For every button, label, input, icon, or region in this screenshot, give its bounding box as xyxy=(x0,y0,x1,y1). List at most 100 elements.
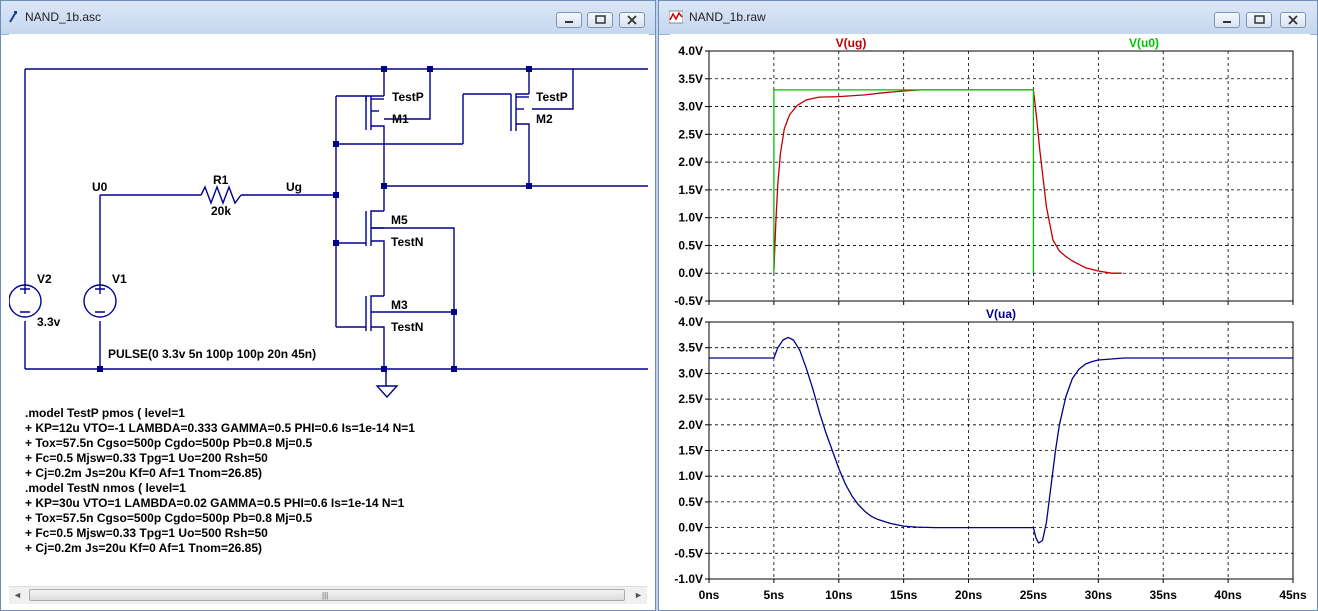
y-tick-labels: 4.0V3.5V3.0V2.5V2.0V1.5V1.0V0.5V0.0V-0.5… xyxy=(674,315,709,586)
v2-label: V2 xyxy=(37,272,52,286)
x-tick-label: 35ns xyxy=(1150,588,1178,602)
model-line: + Tox=57.5n Cgso=500p Cgdo=500p Pb=0.8 M… xyxy=(25,436,313,450)
model-line: .model TestN nmos ( level=1 xyxy=(25,481,186,495)
y-tick-label: 0.0V xyxy=(678,521,703,535)
plot-frame xyxy=(708,321,1294,580)
series-line-vu0[interactable] xyxy=(773,89,1035,274)
maximize-icon xyxy=(1254,15,1265,24)
waveform-window: NAND_1b.raw V(ug) V(u0) 4.0V 3.5V 3.0V 2.5V… xyxy=(658,0,1318,611)
m5-label: M5 xyxy=(391,213,408,227)
horizontal-scrollbar[interactable]: ◄ ||| ► xyxy=(9,586,647,604)
x-tick-label: 10ns xyxy=(825,588,853,602)
y-tick-label: 1.0V xyxy=(678,211,703,225)
close-icon xyxy=(627,15,637,25)
schematic-titlebar[interactable]: NAND_1b.asc xyxy=(1,1,655,35)
v1-label: V1 xyxy=(112,272,127,286)
scrollbar-thumb[interactable]: ||| xyxy=(29,589,625,601)
y-tick-labels: 4.0V 3.5V 3.0V 2.5V 2.0V 1.5V 1.0V 0.5V 0.0V -0.5… xyxy=(674,44,709,308)
r1-label: R1 xyxy=(213,173,229,187)
y-tick-label: 4.0V xyxy=(678,44,703,58)
m3-model-label: TestN xyxy=(391,320,423,334)
m2-label: M2 xyxy=(536,112,553,126)
m3-label: M3 xyxy=(391,298,408,312)
wires xyxy=(24,68,648,386)
y-tick-label: 0.5V xyxy=(678,495,703,509)
y-tick-label: 1.5V xyxy=(678,183,703,197)
schematic-window-title: NAND_1b.asc xyxy=(25,10,102,24)
scrollbar-grip-icon: ||| xyxy=(322,591,329,600)
model-line: .model TestP pmos ( level=1 xyxy=(25,406,185,420)
minimize-icon xyxy=(1223,21,1231,23)
y-tick-label: 0.5V xyxy=(678,238,703,252)
model-line: + KP=30u VTO=1 LAMBDA=0.02 GAMMA=0.5 PHI… xyxy=(25,496,405,510)
y-tick-label: 1.0V xyxy=(678,469,703,483)
m5-model-label: TestN xyxy=(391,235,423,249)
x-tick-label: 15ns xyxy=(890,588,918,602)
pane-bottom[interactable]: V(ua) 4.0V3.5V3.0V2.5V2.0V1.5V1.0V0.5V0.… xyxy=(674,307,1307,602)
waveform-window-title: NAND_1b.raw xyxy=(689,10,766,24)
model-line: + KP=12u VTO=-1 LAMBDA=0.333 GAMMA=0.5 P… xyxy=(25,421,415,435)
x-tick-label: 40ns xyxy=(1214,588,1242,602)
y-tick-label: 2.0V xyxy=(678,155,703,169)
x-tick-label: 5ns xyxy=(764,588,785,602)
legend-v-u0[interactable]: V(u0) xyxy=(1129,36,1159,50)
series-lines xyxy=(773,89,1122,274)
legend-v-ug[interactable]: V(ug) xyxy=(836,36,867,50)
series-lines xyxy=(709,336,1293,544)
junction-dots xyxy=(97,66,532,372)
model-line: + Tox=57.5n Cgso=500p Cgdo=500p Pb=0.8 M… xyxy=(25,511,313,525)
y-tick-label: 3.5V xyxy=(678,72,703,86)
schematic-drawing[interactable]: TestP M1 TestP M2 M5 TestN M3 TestN R1 2… xyxy=(9,34,649,586)
r1-value-label: 20k xyxy=(211,204,231,218)
grid-lines xyxy=(708,322,1294,583)
schematic-window: NAND_1b.asc xyxy=(0,0,656,611)
y-tick-label: 2.5V xyxy=(678,127,703,141)
ug-net-label: Ug xyxy=(286,180,302,194)
model-line: + Cj=0.2m Js=20u Kf=0 Af=1 Tnom=26.85) xyxy=(25,466,262,480)
y-tick-label: 3.0V xyxy=(678,100,703,114)
schematic-app-icon xyxy=(9,11,17,23)
scroll-right-icon[interactable]: ► xyxy=(634,590,643,600)
y-tick-label: -0.5V xyxy=(674,294,703,308)
scroll-left-icon[interactable]: ◄ xyxy=(13,590,22,600)
maximize-icon xyxy=(595,15,606,24)
y-tick-label: 0.0V xyxy=(678,266,703,280)
legend-v-ua[interactable]: V(ua) xyxy=(986,307,1016,321)
waveform-plot-area[interactable]: V(ug) V(u0) 4.0V 3.5V 3.0V 2.5V 2.0V 1.5V 1.0V… xyxy=(670,34,1310,606)
maximize-button[interactable] xyxy=(1246,12,1272,28)
waveform-svg[interactable]: V(ug) V(u0) 4.0V 3.5V 3.0V 2.5V 2.0V 1.5V 1.0V… xyxy=(670,34,1310,606)
m1-label: M1 xyxy=(392,112,409,126)
schematic-canvas[interactable]: TestP M1 TestP M2 M5 TestN M3 TestN R1 2… xyxy=(9,34,649,584)
minimize-icon xyxy=(565,21,573,23)
y-tick-label: -1.0V xyxy=(674,572,703,586)
y-tick-label: 2.0V xyxy=(678,418,703,432)
v2-value-label: 3.3v xyxy=(37,315,61,329)
x-tick-label: 20ns xyxy=(955,588,983,602)
pane-top[interactable]: V(ug) V(u0) 4.0V 3.5V 3.0V 2.5V 2.0V 1.5V 1.0V… xyxy=(674,36,1294,308)
y-tick-label: 3.5V xyxy=(678,341,703,355)
x-tick-label: 30ns xyxy=(1085,588,1113,602)
x-tick-label: 25ns xyxy=(1020,588,1048,602)
y-tick-label: 1.5V xyxy=(678,444,703,458)
model-text-block: .model TestP pmos ( level=1 + KP=12u VTO… xyxy=(25,406,415,555)
v1-pulse-label: PULSE(0 3.3v 5n 100p 100p 20n 45n) xyxy=(108,347,316,361)
close-button[interactable] xyxy=(619,12,645,28)
x-tick-label: 45ns xyxy=(1279,588,1307,602)
waveform-titlebar[interactable]: NAND_1b.raw xyxy=(659,1,1317,35)
minimize-button[interactable] xyxy=(1214,12,1240,28)
y-tick-label: 2.5V xyxy=(678,392,703,406)
model-line: + Fc=0.5 Mjsw=0.33 Tpg=1 Uo=500 Rsh=50 xyxy=(25,526,268,540)
series-line-vua[interactable] xyxy=(709,336,1293,544)
minimize-button[interactable] xyxy=(556,12,582,28)
maximize-button[interactable] xyxy=(587,12,613,28)
close-button[interactable] xyxy=(1280,12,1306,28)
voltage-source-v2 xyxy=(9,284,42,318)
plot-frame xyxy=(708,50,1294,302)
close-icon xyxy=(1288,15,1298,25)
m1-model-label: TestP xyxy=(392,90,424,104)
model-line: + Cj=0.2m Js=20u Kf=0 Af=1 Tnom=26.85) xyxy=(25,541,262,555)
voltage-source-v1 xyxy=(83,284,117,318)
ground-symbol xyxy=(375,385,399,399)
m2-model-label: TestP xyxy=(536,90,568,104)
